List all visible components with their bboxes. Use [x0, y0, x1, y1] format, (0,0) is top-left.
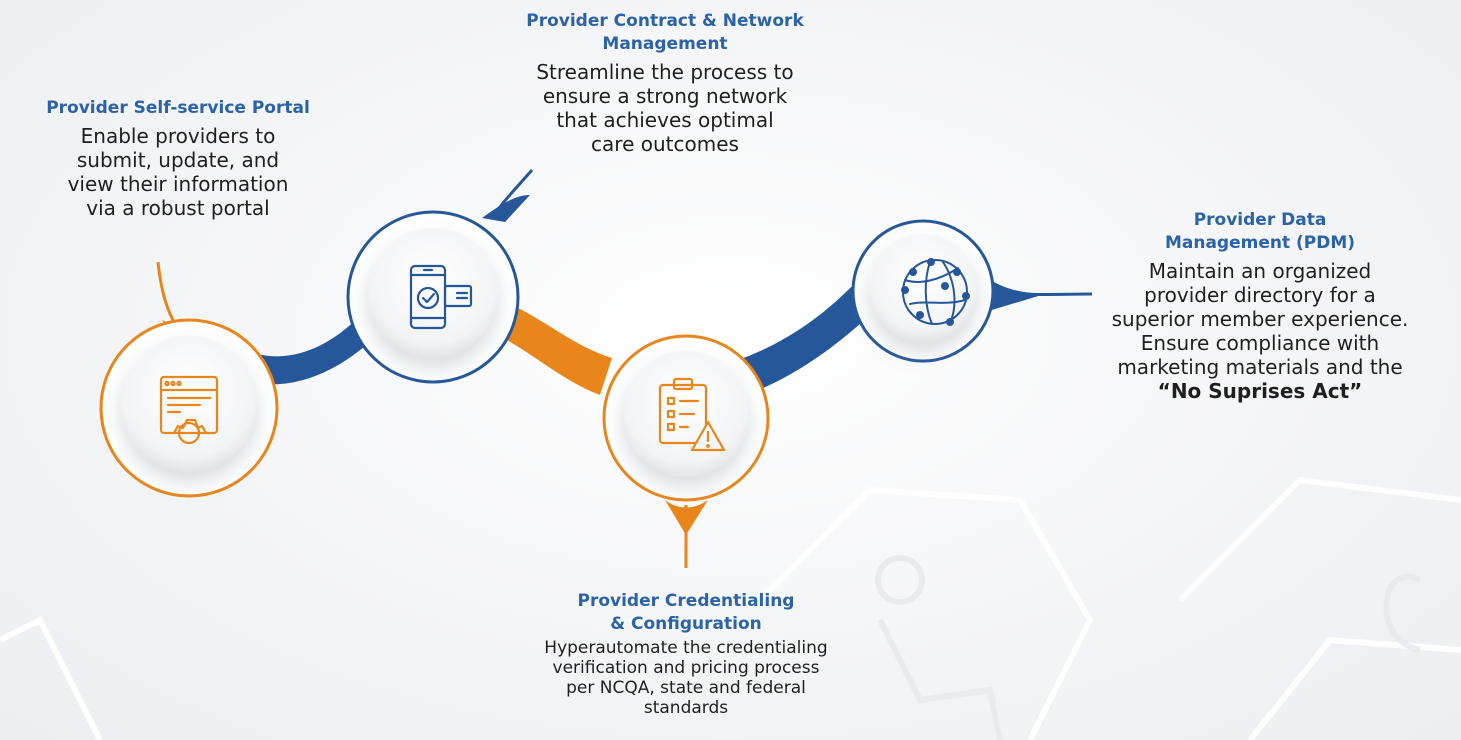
step-2-description: Streamline the process to ensure a stron… [536, 60, 794, 156]
connector-1-2 [237, 310, 390, 385]
mobile-payment-icon [409, 264, 473, 330]
network-globe-icon [901, 258, 970, 326]
step-4-description: Maintain an organized provider directory… [1060, 259, 1460, 403]
checklist-warning-icon [658, 377, 726, 452]
step-3-description: Hyperautomate the credentialing verifica… [544, 638, 828, 718]
step-4-text: Provider Data Management (PDM) Maintain … [1060, 209, 1460, 403]
step-4-circle [851, 219, 995, 363]
step-3-title: Provider Credentialing & Configuration [577, 591, 795, 634]
step-1-text: Provider Self-service Portal Enable prov… [0, 97, 356, 220]
no-surprises-act-label: “No Suprises Act” [1157, 379, 1363, 403]
step-3-text: Provider Credentialing & Configuration H… [480, 590, 892, 718]
step-1-description: Enable providers to submit, update, and … [67, 124, 289, 220]
step-2-title: Provider Contract & Network Management [526, 11, 804, 54]
step-1-circle [99, 318, 279, 498]
connector-2-3 [488, 300, 612, 395]
step-4-title: Provider Data Management (PDM) [1164, 210, 1356, 253]
connector-3-4 [738, 280, 880, 395]
background-faint-icons [875, 555, 1422, 740]
step-3-circle [602, 334, 770, 502]
step-2-text: Provider Contract & Network Management S… [470, 10, 860, 156]
web-settings-icon [159, 375, 219, 445]
step-2-circle [346, 210, 520, 384]
step-1-title: Provider Self-service Portal [46, 98, 310, 118]
connector-ribbons [237, 280, 880, 395]
